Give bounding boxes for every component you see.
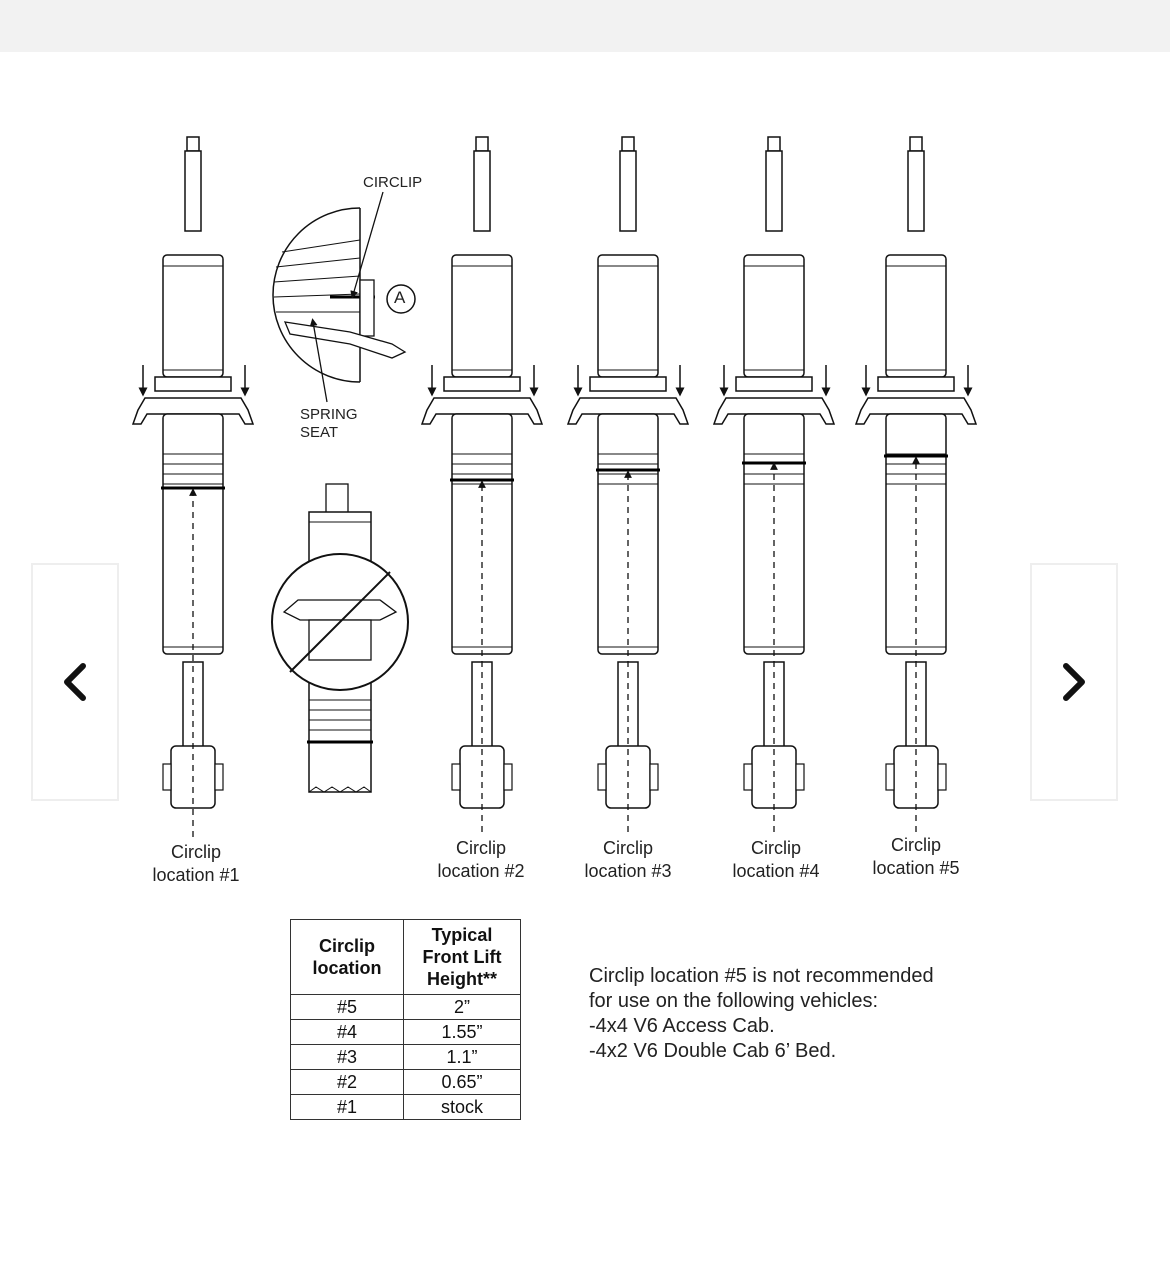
detail-marker: A [394,288,406,307]
header-lift-height: Typical Front Lift Height** [403,919,521,995]
image-viewer: CIRCLIP SPRING SEAT A Circlip location #… [0,52,1170,1274]
table-row: #4 1.55” [290,1019,521,1045]
header-height-line2: Front Lift [422,947,502,967]
table-cell-location: #1 [290,1094,404,1120]
shock-label-2-line1: Circlip [455,838,506,858]
note-line-2: for use on the following vehicles: [589,990,879,1012]
shock-5 [856,137,976,832]
note-line-3: -4x4 V6 Access Cab. [589,1015,775,1037]
table-cell-location: #2 [290,1069,404,1095]
spring-seat-line1: SPRING [300,406,358,423]
shock-label-1-line1: Circlip [170,842,221,862]
shock-3 [568,137,688,832]
table-cell-location: #3 [290,1044,404,1070]
table-cell-height: 0.65” [403,1069,521,1095]
header-height-line3: Height** [426,969,497,989]
table-row: #3 1.1” [290,1044,521,1070]
chevron-left-icon [64,663,86,701]
shock-label-1: Circlip location #1 [126,841,266,887]
spring-seat-line2: SEAT [300,424,339,441]
circlip-callout: CIRCLIP [363,174,423,191]
shock-1 [133,137,253,837]
shock-label-3: Circlip location #3 [558,837,698,883]
header-location-line1: Circlip [318,936,375,956]
header-height-line1: Typical [431,925,493,945]
previous-image-button[interactable] [31,563,119,801]
spring-seat-callout: SPRING SEAT [300,406,358,442]
note-line-4: -4x2 V6 Double Cab 6’ Bed. [589,1040,837,1062]
top-bar [0,0,1170,52]
shock-label-5: Circlip location #5 [846,834,986,880]
shock-2 [422,137,542,832]
table-cell-height: 2” [403,994,521,1020]
compatibility-note: Circlip location #5 is not recommended f… [589,964,934,1064]
next-image-button[interactable] [1030,563,1118,801]
shock-label-1-line2: location #1 [152,865,240,885]
header-circlip-location: Circlip location [290,919,404,995]
lift-height-table: Circlip location Typical Front Lift Heig… [290,919,521,1120]
shock-label-4-line2: location #4 [732,861,820,881]
table-cell-location: #4 [290,1019,404,1045]
shock-label-3-line1: Circlip [602,838,653,858]
shock-label-2: Circlip location #2 [411,837,551,883]
header-location-line2: location [312,958,382,978]
shock-label-5-line2: location #5 [872,858,960,878]
table-cell-height: 1.1” [403,1044,521,1070]
table-cell-height: stock [403,1094,521,1120]
shock-label-5-line1: Circlip [890,835,941,855]
shock-label-4-line1: Circlip [750,838,801,858]
shock-label-2-line2: location #2 [437,861,525,881]
shock-label-4: Circlip location #4 [706,837,846,883]
incorrect-install-detail [271,483,409,793]
table-cell-location: #5 [290,994,404,1020]
table-header-row: Circlip location Typical Front Lift Heig… [290,919,521,995]
note-line-1: Circlip location #5 is not recommended [589,965,934,987]
table-row: #1 stock [290,1094,521,1120]
shock-circlip-diagram [0,52,1170,837]
shock-label-3-line2: location #3 [584,861,672,881]
table-row: #2 0.65” [290,1069,521,1095]
table-row: #5 2” [290,994,521,1020]
table-cell-height: 1.55” [403,1019,521,1045]
shock-4 [714,137,834,832]
circlip-detail [272,191,416,403]
chevron-right-icon [1063,663,1085,701]
